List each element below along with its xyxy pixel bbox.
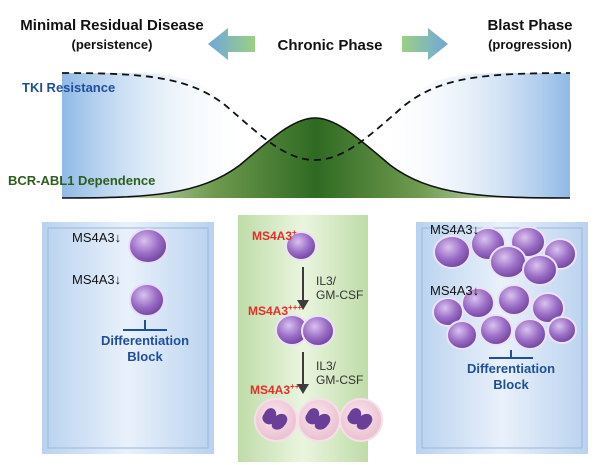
middle-dividing-cells: [275, 314, 335, 347]
tki-resistance-label: TKI Resistance: [22, 80, 116, 95]
middle-marker-3-text: MS4A3: [250, 383, 291, 397]
right-tki-gradient: [378, 73, 570, 198]
left-tki-gradient: [62, 73, 250, 198]
middle-arrow-icon-1: [297, 267, 309, 310]
middle-arrow-icon-2: [297, 352, 309, 394]
mrd-subtitle: (persistence): [71, 37, 153, 52]
middle-marker-3: MS4A3++: [250, 382, 299, 397]
left-blast-cell-2: [129, 283, 165, 317]
middle-marker-2: MS4A3+++: [248, 303, 302, 318]
bcr-abl1-label: BCR-ABL1 Dependence: [8, 173, 156, 188]
middle-marker-3-sup: ++: [290, 382, 300, 391]
right-arrow-icon: [402, 28, 448, 60]
left-block-icon: [123, 320, 167, 331]
middle-blast-cell: [285, 231, 317, 261]
right-block-line2: Block: [493, 377, 529, 392]
left-block-line2: Block: [127, 349, 163, 364]
middle-marker-2-sup: +++: [288, 303, 303, 312]
neutrophil-cells: [254, 398, 383, 442]
left-marker-1: MS4A3↓: [72, 230, 122, 245]
middle-marker-1: MS4A3+: [252, 228, 297, 243]
right-blast-cluster-1: [433, 226, 577, 286]
right-blast-cluster-2: [432, 284, 577, 350]
left-marker-2: MS4A3↓: [72, 272, 122, 287]
mrd-title: Minimal Residual Disease: [20, 17, 204, 34]
blast-phase-title: Blast Phase: [487, 17, 573, 34]
bcr-abl1-curve: [61, 117, 571, 199]
middle-marker-2-text: MS4A3: [248, 304, 289, 318]
middle-cytokine-2a: IL3/: [316, 359, 337, 373]
right-block-line1: Differentiation: [466, 361, 556, 376]
left-arrow-icon: [208, 28, 255, 60]
blast-phase-subtitle: (progression): [488, 37, 572, 52]
tki-resistance-curve: [61, 72, 571, 161]
middle-marker-1-sup: +: [292, 228, 297, 237]
left-block-line1: Differentiation: [100, 333, 190, 348]
chronic-phase-title: Chronic Phase: [277, 37, 383, 54]
right-marker-1: MS4A3↓: [430, 222, 480, 237]
left-blast-cell-1: [128, 228, 168, 264]
right-marker-2: MS4A3↓: [430, 283, 480, 298]
middle-cytokine-1b: GM-CSF: [316, 288, 364, 302]
left-block-label: Differentiation Block: [80, 333, 210, 365]
middle-cytokine-2b: GM-CSF: [316, 373, 364, 387]
middle-cytokine-2: IL3/ GM-CSF: [316, 359, 363, 387]
middle-cytokine-1: IL3/ GM-CSF: [316, 274, 363, 302]
bcr-abl1-curve-fill: [62, 118, 570, 198]
right-block-icon: [489, 350, 533, 359]
middle-marker-1-text: MS4A3: [252, 229, 293, 243]
left-panel: [42, 222, 214, 454]
right-block-label: Differentiation Block: [446, 361, 576, 393]
middle-cytokine-1a: IL3/: [316, 274, 337, 288]
